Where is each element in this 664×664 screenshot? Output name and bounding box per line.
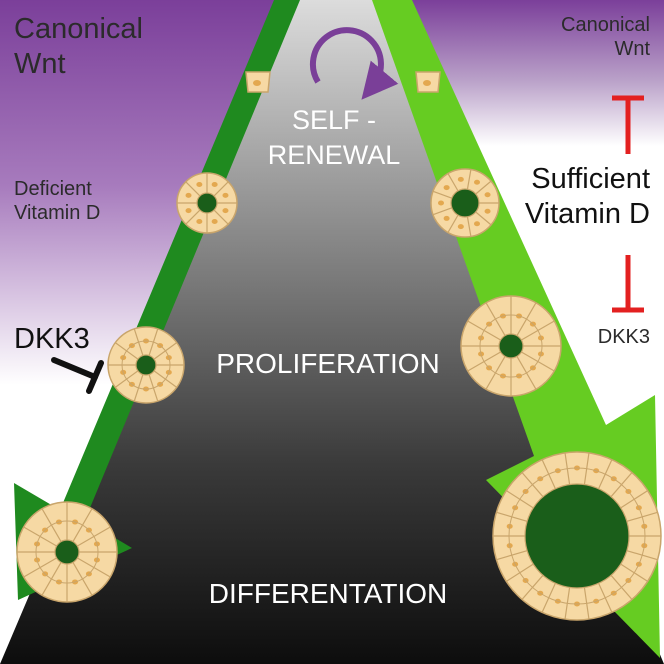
- self-renewal-line2: RENEWAL: [267, 140, 401, 171]
- right-dkk3-label: DKK3: [597, 326, 650, 348]
- right-vitamin-d-label: Sufficient Vitamin D: [525, 162, 650, 232]
- organoid-left-medium: [107, 326, 185, 404]
- right-canonical-wnt-label: Canonical Wnt: [561, 13, 650, 61]
- left-vitd-line2: Vitamin D: [14, 202, 101, 224]
- right-inhibition-bottom-icon: [612, 255, 644, 313]
- left-green-arrow: [14, 0, 300, 600]
- left-wnt-line2: Wnt: [14, 47, 66, 80]
- organoid-right-small: [430, 168, 500, 238]
- organoid-right-large: [492, 451, 662, 621]
- right-wnt-line2: Wnt: [614, 38, 650, 60]
- left-inhibition-icon: [51, 357, 104, 394]
- right-wnt-line1: Canonical: [561, 14, 650, 36]
- organoid-left-large: [16, 501, 118, 603]
- left-vitamin-d-label: Deficient Vitamin D: [14, 177, 100, 225]
- organoid-left-small: [176, 172, 238, 234]
- left-dkk3-label: DKK3: [14, 323, 90, 355]
- right-vitd-line1: Sufficient: [531, 163, 650, 195]
- organoid-right-medium: [460, 295, 562, 397]
- right-inhibition-top-icon: [612, 95, 644, 154]
- left-vitd-line1: Deficient: [14, 178, 92, 200]
- self-renewal-line1: SELF -: [291, 105, 377, 135]
- stem-cell-icon-left: [245, 71, 271, 93]
- self-renewal-loop-icon: [309, 27, 399, 100]
- differentiation-label: DIFFERENTATION: [208, 578, 448, 609]
- left-canonical-wnt-label: Canonical Wnt: [14, 12, 143, 82]
- stem-cell-icon-right: [415, 71, 441, 93]
- proliferation-label: PROLIFERATION: [216, 348, 440, 379]
- right-vitd-line2: Vitamin D: [524, 197, 650, 230]
- self-renewal-label: SELF - RENEWAL: [234, 103, 434, 173]
- left-wnt-line1: Canonical: [14, 13, 143, 45]
